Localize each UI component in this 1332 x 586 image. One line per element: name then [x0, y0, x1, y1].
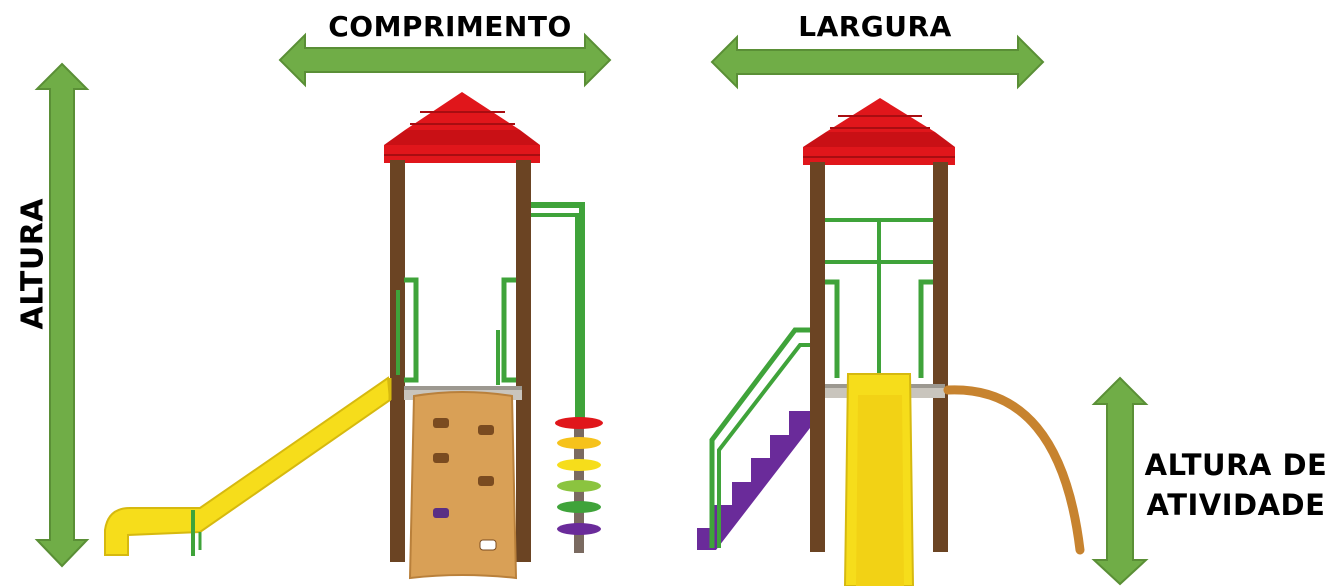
climbing-wall: [408, 391, 518, 580]
playground-front-view: [697, 98, 1085, 586]
playground-side-view: [104, 92, 603, 580]
comprimento-arrow: [278, 32, 612, 88]
altura-arrow: [34, 62, 90, 568]
altura-atividade-line2: ATIVIDADE: [1146, 488, 1326, 522]
altura-atividade-label: ALTURA DE ATIVIDADE: [1140, 445, 1332, 525]
altura-label: ALTURA: [15, 197, 51, 330]
altura-atividade-line1: ALTURA DE: [1144, 448, 1328, 482]
largura-label: LARGURA: [798, 10, 952, 43]
roof-right: [803, 98, 955, 165]
largura-arrow: [710, 34, 1045, 90]
stairs: [697, 327, 810, 550]
post-right-front: [810, 162, 825, 552]
altura-atividade-arrow: [1091, 376, 1149, 586]
curved-slide-pole: [943, 385, 1085, 555]
post-left-back: [516, 160, 531, 562]
comprimento-label: COMPRIMENTO: [328, 10, 572, 43]
post-right-back: [933, 162, 948, 552]
tube-slide: [104, 376, 392, 556]
roof-left: [384, 92, 540, 163]
spiral-pole: [555, 417, 603, 553]
straight-slide: [843, 373, 915, 586]
